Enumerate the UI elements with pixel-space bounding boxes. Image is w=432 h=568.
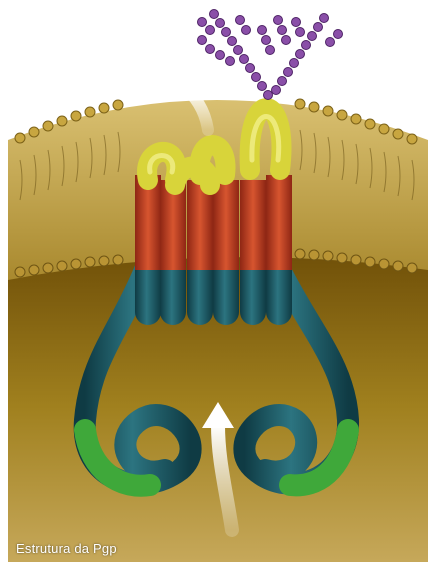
transmembrane-helices [135,175,292,325]
figure-caption: Estrutura da Pgp [16,541,117,556]
glycosylation-chains [198,10,343,100]
